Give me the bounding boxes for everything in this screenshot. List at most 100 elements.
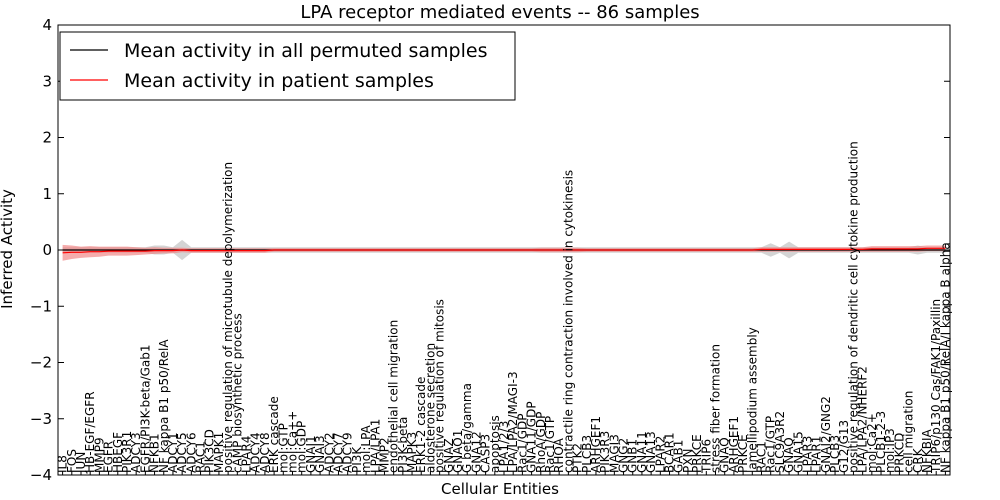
y-tick-label: −1: [30, 297, 52, 315]
x-tick-label: EGFR: [102, 441, 116, 473]
x-tick-label: ERK1-2 cascade: [414, 377, 428, 473]
x-tick-label: LPAR3: [801, 436, 815, 473]
x-tick-label: mol:Ca2+: [865, 413, 879, 473]
x-tick-label: BCAR1: [663, 432, 677, 473]
x-tick-label: lamellipodium assembly: [745, 327, 759, 473]
x-tick-label: GAB1: [672, 440, 686, 473]
series-1-line: [62, 247, 946, 254]
x-tick-label: ERK cascade: [267, 396, 281, 473]
x-tick-label: JUN: [74, 452, 88, 474]
x-tick-label: GNAI2/GNG2: [819, 396, 833, 473]
y-tick-label: 0: [42, 241, 52, 259]
x-tick-label: mol:LPA: [359, 424, 373, 473]
x-tick-label: mol:GDP: [295, 421, 309, 473]
x-tick-label: GNA12: [469, 431, 483, 473]
x-tick-label: stress fiber formation: [709, 344, 723, 473]
x-tick-label: RAC1: [194, 441, 208, 473]
x-tick-label: cell migration: [902, 391, 916, 473]
x-tick-label: mol:IP3: [883, 428, 897, 473]
y-tick-label: 2: [42, 129, 52, 147]
x-tick-label: PLCB3: [580, 435, 594, 473]
x-tick-label: GNAI3: [313, 435, 327, 473]
x-tick-label: positive regulation of mitosis: [433, 299, 447, 473]
x-tick-label: PIK3R3: [598, 431, 612, 473]
x-tick-label: apoptosis: [488, 415, 502, 473]
x-tick-label: ADCY3: [129, 432, 143, 473]
x-tick-label: contractile ring contraction involved in…: [561, 170, 575, 473]
x-tick-label: G12/G13: [837, 420, 851, 473]
x-tick-label: CASP3: [479, 434, 493, 473]
x-tick-label: PIK3R1: [120, 431, 134, 473]
x-tick-label: mol:Ca++: [286, 411, 300, 473]
x-tick-label: PI3K-beta: [396, 417, 410, 473]
x-tick-label: GNAQ: [782, 437, 796, 473]
x-tick-label: GNAI1: [304, 435, 318, 473]
x-tick-label: PRKCE: [690, 434, 704, 473]
x-tick-label: GNAQ: [718, 437, 732, 473]
x-tick-label: ADCY4: [249, 432, 263, 473]
y-tick-label: −3: [30, 410, 52, 428]
x-tick-label: ADCY7: [332, 432, 346, 473]
y-tick-label: −4: [30, 466, 52, 484]
x-tick-label: MMP2: [378, 437, 392, 473]
x-tick-label: LPA/LPA2/MAGI-3: [506, 371, 520, 473]
x-tick-label: MAPK3: [405, 432, 419, 473]
chart-title: LPA receptor mediated events -- 86 sampl…: [300, 2, 699, 23]
x-tick-label: LPAR2: [653, 436, 667, 473]
x-tick-label: ARHGEF1: [727, 416, 741, 473]
x-tick-label: ADCY9: [341, 432, 355, 473]
x-tick-label: TRIP6: [699, 439, 713, 474]
x-tick-label: MAPK1: [212, 432, 226, 473]
x-tick-label: LPAR4: [240, 436, 254, 473]
x-tick-label: GNB1: [626, 439, 640, 473]
x-tick-label: cAMP biosynthetic process: [230, 313, 244, 473]
x-axis-ticks: IL8FOSJUNHB-EGF/EGFRMMP9EGFRHBEGFPIK3R1A…: [56, 141, 952, 475]
x-tick-label: HBEGF: [111, 432, 125, 473]
x-tick-label: NFKB1: [148, 433, 162, 473]
x-tick-label: CRK: [911, 447, 925, 473]
x-tick-label: TRIP6/p130 Cas/FAK1/Paxillin: [929, 299, 943, 474]
x-tick-label: mol:GTP: [276, 423, 290, 473]
x-tick-label: LPAR1: [810, 436, 824, 473]
x-tick-label: aldosterone secretion: [423, 343, 437, 473]
x-tick-label: RAC1: [755, 441, 769, 473]
x-tick-label: HB-EGF/EGFR: [83, 391, 97, 473]
x-tick-label: RHOA: [552, 437, 566, 473]
legend-label-patient: Mean activity in patient samples: [124, 70, 434, 92]
legend: Mean activity in all permuted samples Me…: [59, 31, 516, 101]
x-tick-label: MMP9: [92, 437, 106, 473]
y-axis-label: Inferred Activity: [0, 189, 16, 309]
y-tick-label: −2: [30, 354, 52, 372]
x-tick-label: GNA11: [635, 431, 649, 473]
series-1-band: [62, 244, 946, 261]
x-tick-label: NFKBIA: [920, 428, 934, 473]
x-tick-label: NF kappa B1 p50/RelA: [157, 339, 171, 473]
y-tick-label: 1: [42, 185, 52, 203]
x-tick-label: LPA/LPA1: [368, 419, 382, 473]
x-tick-label: endothelial cell migration: [387, 320, 401, 473]
x-tick-label: LPA/LPA2/NHERF2: [856, 366, 870, 473]
x-tick-label: MAGI3: [607, 434, 621, 473]
x-tick-label: ARHGEF1: [589, 416, 603, 473]
x-tick-label: GNA11/GDP: [525, 401, 539, 473]
x-tick-label: FOS: [65, 449, 79, 473]
x-tick-label: PTK2: [571, 443, 585, 473]
plot-frame: [57, 24, 951, 476]
x-tick-label: PLCB1-2-3: [874, 411, 888, 473]
y-tick-label: 3: [42, 72, 52, 90]
x-tick-label: PRKCE: [736, 434, 750, 473]
x-tick-label: RhoA/GDP: [534, 412, 548, 473]
x-tick-label: PLCB3: [828, 435, 842, 473]
x-tick-label: GNA13: [644, 431, 658, 473]
legend-label-permuted: Mean activity in all permuted samples: [124, 40, 487, 62]
x-tick-label: PIK3CD: [203, 429, 217, 473]
x-tick-label: ADCY5: [175, 432, 189, 473]
x-tick-label: G beta/gamma: [460, 383, 474, 473]
x-tick-label: SLC9A3R2: [773, 411, 787, 473]
series-lines: [62, 247, 946, 254]
x-tick-label: LPA1/2/3: [497, 421, 511, 473]
x-tick-label: GNA15: [791, 431, 805, 473]
x-tick-label: GNG2: [617, 438, 631, 473]
